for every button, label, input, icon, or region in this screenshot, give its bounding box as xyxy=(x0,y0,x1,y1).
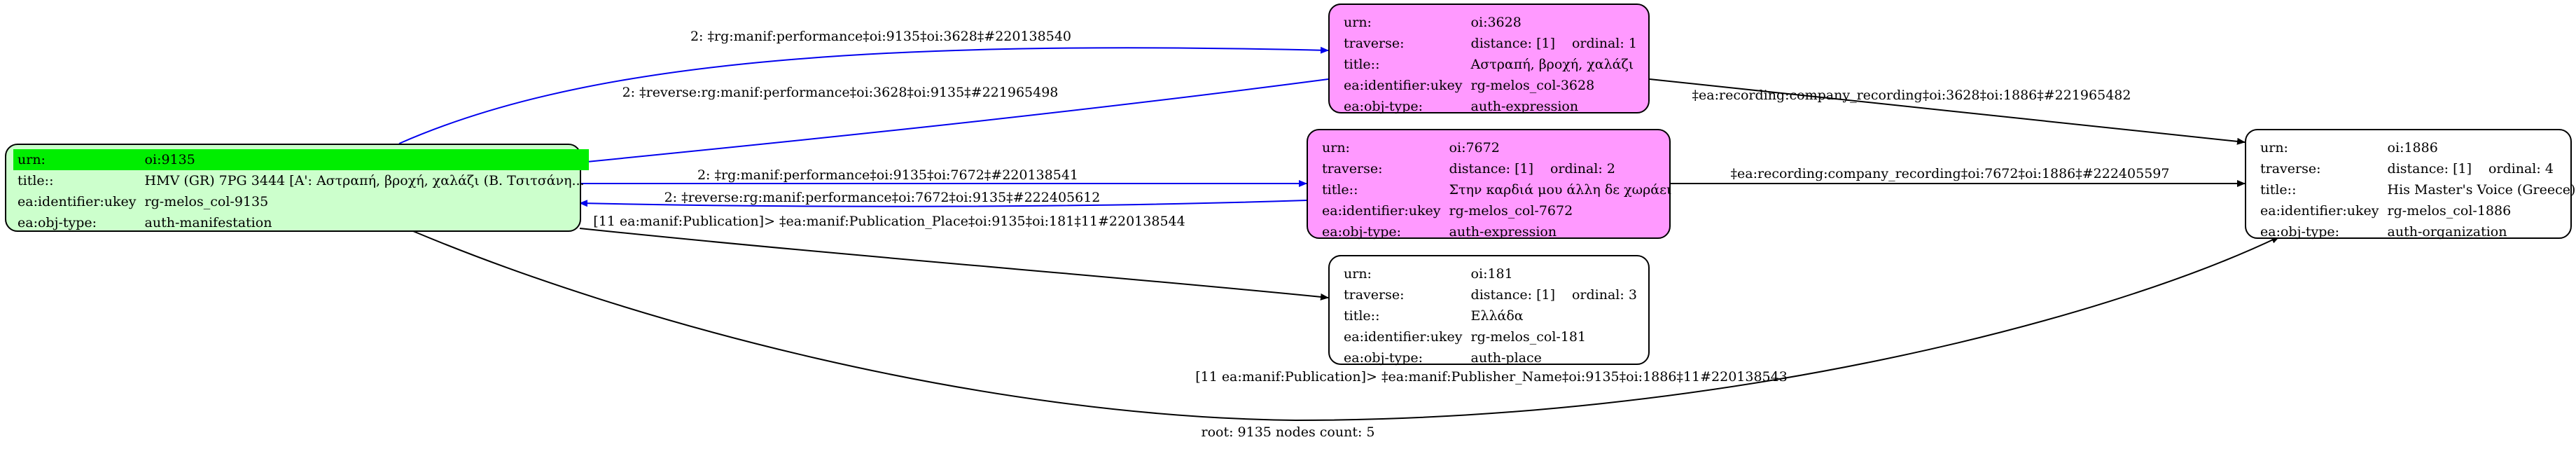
ordinal-value: ordinal: 4 xyxy=(2488,161,2554,177)
edge-label-reverse-performance-7672-9135: 2: ‡reverse:rg:manif:performance‡oi:7672… xyxy=(664,190,1101,205)
edge-label-company-recording-7672-1886: ‡ea:recording:company_recording‡oi:7672‡… xyxy=(1731,166,2170,181)
traverse-key: traverse: xyxy=(2260,161,2321,177)
obj-type-value: auth-expression xyxy=(1470,99,1579,114)
obj-type-key: ea:obj-type: xyxy=(18,215,97,230)
edge-label-performance-9135-7672: 2: ‡rg:manif:performance‡oi:9135‡oi:7672… xyxy=(697,167,1078,183)
traverse-key: traverse: xyxy=(1344,36,1405,51)
ukey-value: rg-melos_col-9135 xyxy=(144,194,269,209)
node-expression-7672-table: urn: oi:7672 traverse: distance: [1] ordi… xyxy=(1318,137,1676,242)
distance-value: distance: [1] xyxy=(1449,161,1533,177)
urn-value: oi:181 xyxy=(1470,266,1513,282)
obj-type-value: auth-manifestation xyxy=(144,215,272,230)
traverse-key: traverse: xyxy=(1322,161,1383,177)
edge-label-company-recording-3628-1886: ‡ea:recording:company_recording‡oi:3628‡… xyxy=(1692,88,2131,103)
node-expression-7672[interactable]: urn: oi:7672 traverse: distance: [1] ordi… xyxy=(1307,129,1671,240)
obj-type-key: ea:obj-type: xyxy=(1344,350,1423,366)
node-manifestation-9135[interactable]: urn: oi:9135 title:: HMV (GR) 7PG 3444 [… xyxy=(5,144,589,232)
distance-value: distance: [1] xyxy=(1470,36,1555,51)
ukey-key: ea:identifier:ukey xyxy=(1322,203,1441,219)
node-organization-1886-table: urn: oi:1886 traverse: distance: [1] ordi… xyxy=(2256,137,2576,242)
title-key: title:: xyxy=(1344,308,1380,324)
urn-value: oi:3628 xyxy=(1470,15,1522,30)
graph-caption: root: 9135 nodes count: 5 xyxy=(1201,424,1375,440)
title-key: title:: xyxy=(2260,182,2297,198)
obj-type-value: auth-expression xyxy=(1449,224,1557,240)
urn-value: oi:1886 xyxy=(2387,140,2438,156)
edge-label-publication-place-9135-181: [11 ea:manif:Publication]> ‡ea:manif:Pub… xyxy=(593,214,1185,229)
urn-key: urn: xyxy=(1344,266,1372,282)
title-value: Ελλάδα xyxy=(1470,308,1524,324)
node-place-181-table: urn: oi:181 traverse: distance: [1] ordin… xyxy=(1339,263,1641,368)
obj-type-value: auth-place xyxy=(1470,350,1542,366)
traverse-key: traverse: xyxy=(1344,287,1405,303)
obj-type-value: auth-organization xyxy=(2387,224,2507,240)
obj-type-key: ea:obj-type: xyxy=(2260,224,2340,240)
obj-type-key: ea:obj-type: xyxy=(1322,224,1402,240)
ordinal-value: ordinal: 1 xyxy=(1571,36,1637,51)
node-expression-3628-table: urn: oi:3628 traverse: distance: [1] ordi… xyxy=(1339,12,1641,117)
distance-value: distance: [1] xyxy=(1470,287,1555,303)
edge-label-performance-9135-3628: 2: ‡rg:manif:performance‡oi:9135‡oi:3628… xyxy=(690,29,1071,44)
title-value: Στην καρδιά μου άλλη δε χωράει xyxy=(1449,182,1672,198)
urn-key: urn: xyxy=(2260,140,2288,156)
urn-key: urn: xyxy=(1322,140,1350,156)
urn-key: urn: xyxy=(13,149,141,170)
obj-type-key: ea:obj-type: xyxy=(1344,99,1423,114)
title-key: title:: xyxy=(1344,57,1380,72)
node-place-181[interactable]: urn: oi:181 traverse: distance: [1] ordin… xyxy=(1328,255,1650,368)
edge-company-recording-3628-1886 xyxy=(1649,78,2246,145)
ordinal-value: ordinal: 3 xyxy=(1571,287,1637,303)
edge-publisher-name-9135-1886 xyxy=(412,230,2280,422)
ukey-key: ea:identifier:ukey xyxy=(1344,78,1463,93)
node-header-row: urn: oi:9135 xyxy=(13,149,589,170)
ukey-value: rg-melos_col-1886 xyxy=(2387,203,2512,219)
distance-value: distance: [1] xyxy=(2387,161,2472,177)
title-value: HMV (GR) 7PG 3444 [Α': Αστραπή, βροχή, χ… xyxy=(144,173,585,188)
ukey-key: ea:identifier:ukey xyxy=(18,194,137,209)
title-key: title:: xyxy=(18,173,54,188)
ukey-value: rg-melos_col-7672 xyxy=(1449,203,1573,219)
edge-label-publisher-name-9135-1886: [11 ea:manif:Publication]> ‡ea:manif:Pub… xyxy=(1195,369,1788,385)
ukey-value: rg-melos_col-3628 xyxy=(1470,78,1595,93)
urn-value: oi:7672 xyxy=(1449,140,1500,156)
node-organization-1886[interactable]: urn: oi:1886 traverse: distance: [1] ordi… xyxy=(2245,129,2575,240)
edge-performance-9135-3628 xyxy=(398,46,1329,144)
title-value: His Master's Voice (Greece) xyxy=(2387,182,2576,198)
ukey-key: ea:identifier:ukey xyxy=(1344,329,1463,345)
edge-publication-place-9135-181 xyxy=(579,228,1329,301)
edge-label-reverse-performance-3628-9135: 2: ‡reverse:rg:manif:performance‡oi:3628… xyxy=(622,85,1059,100)
ukey-key: ea:identifier:ukey xyxy=(2260,203,2379,219)
edge-reverse-performance-7672-9135 xyxy=(579,200,1307,207)
ukey-value: rg-melos_col-181 xyxy=(1470,329,1587,345)
title-value: Αστραπή, βροχή, χαλάζι xyxy=(1470,57,1634,72)
node-expression-3628[interactable]: urn: oi:3628 traverse: distance: [1] ordi… xyxy=(1328,4,1650,114)
edge-reverse-performance-3628-9135 xyxy=(579,78,1329,165)
ordinal-value: ordinal: 2 xyxy=(1550,161,1615,177)
urn-value: oi:9135 xyxy=(140,149,589,170)
node-manifestation-table: urn: oi:9135 title:: HMV (GR) 7PG 3444 [… xyxy=(13,149,589,233)
urn-key: urn: xyxy=(1344,15,1372,30)
title-key: title:: xyxy=(1322,182,1358,198)
